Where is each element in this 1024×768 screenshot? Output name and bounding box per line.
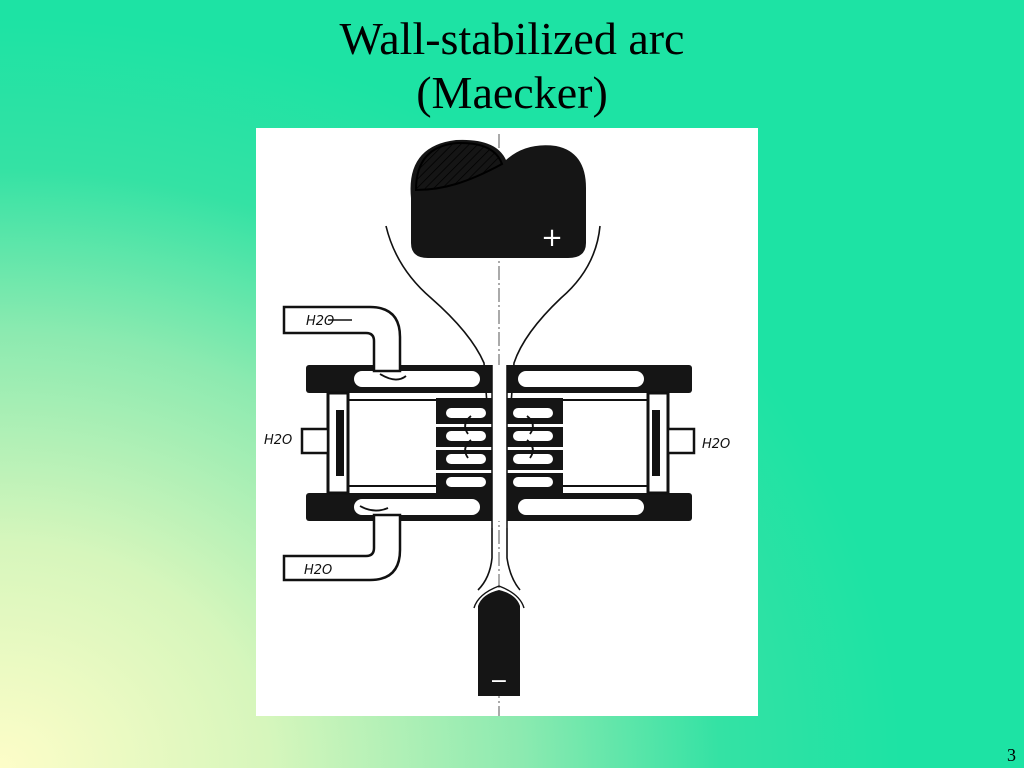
water-label-top-left: H2O — [306, 314, 334, 329]
water-label-bottom-left: H2O — [304, 563, 332, 578]
title-line-2: (Maecker) — [416, 67, 608, 118]
page-number: 3 — [1007, 745, 1016, 765]
arc-apparatus-diagram: + H2O H2O H2O — [264, 134, 730, 716]
outlet-pipe-bottom — [282, 513, 402, 582]
anode-symbol: + — [541, 223, 563, 253]
arc-apparatus-figure: + H2O H2O H2O — [256, 128, 758, 716]
plasma-flow-lines — [385, 225, 601, 591]
flow-arrows — [359, 373, 534, 512]
cathode-symbol: − — [490, 669, 508, 694]
water-label-right: H2O — [702, 437, 730, 452]
inlet-pipe-top — [282, 305, 402, 373]
slide-title: Wall-stabilized arc (Maecker) — [0, 12, 1024, 120]
cooled-disk-stack — [436, 365, 563, 528]
anode-block — [410, 139, 586, 258]
right-housing — [562, 391, 696, 495]
cathode-rod — [473, 585, 525, 696]
left-housing — [300, 391, 436, 495]
water-label-left: H2O — [264, 433, 292, 448]
title-line-1: Wall-stabilized arc — [339, 13, 685, 64]
